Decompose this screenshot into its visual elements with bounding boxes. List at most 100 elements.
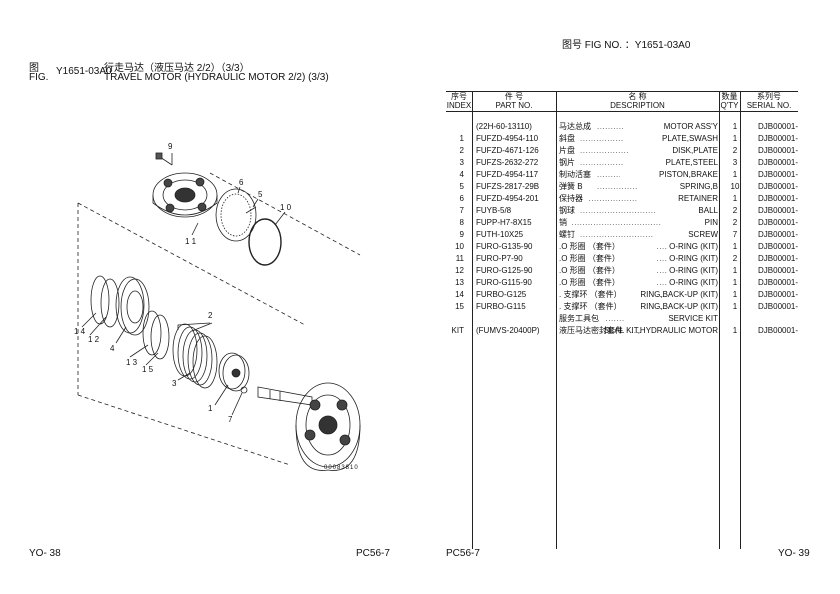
row-desc-cn: . 支撑环 （套件）: [559, 290, 622, 299]
row-serial: DJB00001-: [758, 170, 799, 179]
table-row: ........................................…: [446, 265, 798, 277]
row-leader-dots: ........................................…: [656, 278, 667, 287]
table-row: ........................................…: [446, 217, 798, 229]
row-leader-dots: ........................................…: [597, 122, 625, 131]
row-desc-en: O-RING (KIT): [669, 266, 718, 275]
left-page-number: YO- 38: [29, 548, 61, 559]
row-part-no: (22H-60-13110): [476, 122, 532, 131]
left-model: PC56-7: [356, 548, 390, 559]
row-qty: 1: [732, 170, 738, 179]
row-desc-en: BALL: [698, 206, 718, 215]
row-serial: DJB00001-: [758, 266, 799, 275]
callout-2: 2: [208, 311, 213, 320]
table-row: ........................................…: [446, 193, 798, 205]
callout-4: 4: [110, 344, 115, 353]
row-desc-en: PLATE,SWASH: [661, 134, 718, 143]
row-leader-dots: ........................................…: [656, 242, 667, 251]
callout-7: 7: [228, 415, 233, 424]
row-index: 11: [455, 254, 464, 263]
row-qty: 3: [732, 158, 738, 167]
row-desc-en: PISTON,BRAKE: [659, 170, 718, 179]
row-desc-cn: .O 形圈 （套件）: [559, 278, 620, 287]
row-part-no: FURBO-G115: [476, 302, 526, 311]
row-part-no: FURBO-G125: [476, 290, 527, 299]
row-serial: DJB00001-: [758, 134, 799, 143]
row-desc-cn: 钢片: [559, 158, 575, 167]
row-serial: DJB00001-: [758, 158, 799, 167]
row-part-no: FURO-G135-90: [476, 242, 533, 251]
row-qty: 2: [732, 206, 738, 215]
row-leader-dots: ........................................…: [605, 314, 625, 323]
row-leader-dots: ........................................…: [631, 326, 641, 335]
row-desc-cn: .O 形圈 （套件）: [559, 254, 620, 263]
row-desc-en: RING,BACK-UP (KIT): [640, 302, 718, 311]
row-leader-dots: ........................................…: [580, 146, 629, 155]
exploded-parts-diagram: 9 6 5 1 0 1 1 1 4 1 2 4 1 3 1 5 2 3 1 7 …: [74, 142, 361, 471]
table-row: ........................................…: [446, 253, 798, 265]
row-leader-dots: ........................................…: [580, 158, 624, 167]
fig-number: Y1651-03A0: [56, 66, 112, 77]
row-index: 9: [459, 230, 464, 239]
row-index: 14: [455, 290, 464, 299]
row-serial: DJB00001-: [758, 206, 799, 215]
row-index: 12: [455, 266, 464, 275]
row-leader-dots: ........................................…: [588, 194, 639, 203]
row-serial: DJB00001-: [758, 290, 799, 299]
row-desc-cn: 斜盘: [559, 134, 575, 143]
row-desc-en: MOTOR ASS'Y: [663, 122, 718, 131]
row-index: 10: [455, 242, 464, 251]
table-row: ........................................…: [446, 313, 798, 325]
row-index: 8: [459, 218, 464, 227]
row-desc-en: SCREW: [688, 230, 718, 239]
row-index: 4: [459, 170, 464, 179]
row-part-no: FUFZS-2817-29B: [476, 182, 540, 191]
table-row: ........................................…: [446, 157, 798, 169]
row-serial: DJB00001-: [758, 194, 799, 203]
table-row: ........................................…: [446, 169, 798, 181]
row-qty: 1: [732, 194, 738, 203]
row-part-no: FUTH-10X25: [476, 230, 524, 239]
table-row: ........................................…: [446, 241, 798, 253]
row-part-no: FUFZD-4954-201: [476, 194, 539, 203]
callout-5: 5: [258, 190, 263, 199]
table-row: ........................................…: [446, 121, 798, 133]
callout-11: 1 1: [185, 237, 197, 246]
row-index: 1: [459, 134, 464, 143]
row-desc-cn: 片盘: [559, 146, 575, 155]
row-desc-cn: .O 形圈 （套件）: [559, 242, 620, 251]
row-serial: DJB00001-: [758, 146, 799, 155]
table-row: ........................................…: [446, 229, 798, 241]
row-qty: 1: [732, 134, 738, 143]
row-desc-cn: 钢球: [559, 206, 575, 215]
row-qty: 1: [732, 266, 738, 275]
row-part-no: (FUMVS-20400P): [476, 326, 540, 335]
row-index: KIT: [451, 326, 464, 335]
table-row: ........................................…: [446, 205, 798, 217]
row-part-no: FUFZD-4954-110: [476, 134, 539, 143]
drawing-code: 00083810: [324, 465, 359, 471]
right-page-number: YO- 39: [778, 548, 810, 559]
row-desc-cn: .O 形圈 （套件）: [559, 266, 620, 275]
row-qty: 1: [732, 242, 738, 251]
row-leader-dots: ........................................…: [580, 134, 624, 143]
fig-label-en: FIG.: [29, 72, 49, 83]
row-index: 5: [459, 182, 464, 191]
table-row: ........................................…: [446, 301, 798, 313]
title-cn: 行走马达（液压马达 2/2）（3/3）: [104, 63, 250, 74]
row-desc-en: O-RING (KIT): [669, 254, 718, 263]
table-row: ........................................…: [446, 133, 798, 145]
row-desc-en: SERVICE KIT: [668, 314, 718, 323]
row-leader-dots: ........................................…: [656, 266, 667, 275]
row-leader-dots: ........................................…: [580, 230, 653, 239]
row-qty: 1: [732, 290, 738, 299]
row-leader-dots: ........................................…: [656, 254, 667, 263]
right-model: PC56-7: [446, 548, 480, 559]
row-desc-en: O-RING (KIT): [669, 242, 718, 251]
row-desc-cn: 马达总成: [559, 122, 591, 131]
title-en: TRAVEL MOTOR (HYDRAULIC MOTOR 2/2) (3/3): [104, 72, 329, 83]
